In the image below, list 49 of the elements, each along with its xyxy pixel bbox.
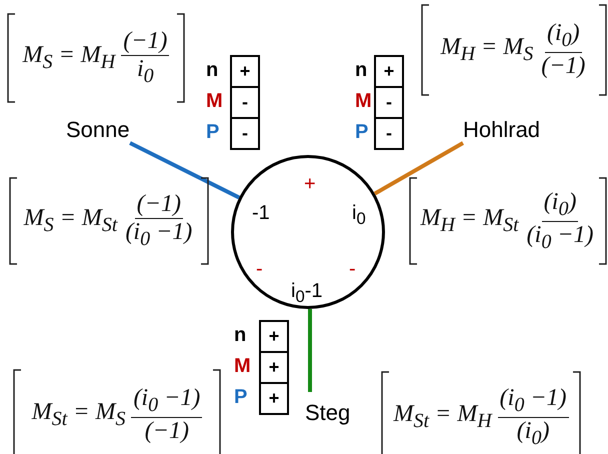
fraction-denominator: (i$_{0}$) (516, 418, 550, 450)
fraction-denominator: i$_{0}$ (136, 56, 155, 88)
row-label: P (355, 120, 368, 144)
fraction-numerator: (−1) (134, 190, 183, 220)
sign-mark: - (349, 258, 356, 280)
fraction-denominator: (−1) (144, 418, 190, 446)
fraction-numerator: (i$_{0}$ −1) (131, 384, 202, 418)
shaft-label: Sonne (66, 117, 130, 143)
sign-mark: + (304, 173, 316, 195)
fraction-numerator: (−1) (121, 28, 170, 56)
row-label: P (206, 120, 220, 144)
fraction-denominator: (i$_{0}$ −1) (526, 222, 595, 254)
row-label: M (355, 89, 372, 113)
ratio-label: i$_{0}$ (352, 202, 366, 230)
row-label: n (206, 58, 218, 82)
row-label: M (206, 89, 223, 113)
formula-term: M$_{H}$ = M$_{St}$ (420, 205, 519, 237)
row-label: P (234, 385, 248, 409)
sign-cell: - (230, 117, 260, 150)
shaft-line (129, 141, 240, 200)
formula-term: M$_{H}$ = M$_{S}$ (440, 34, 534, 66)
shaft-label: Steg (305, 400, 350, 426)
formula-term: M$_{St}$ = M$_{H}$ (393, 401, 492, 433)
sign-cell: + (259, 320, 289, 353)
ratio-label: -1 (252, 202, 270, 224)
sign-cell: + (230, 55, 260, 88)
sign-cell: + (259, 382, 289, 415)
sign-cell: - (374, 86, 404, 119)
row-label: n (355, 58, 368, 82)
formula-term: M$_{S}$ = M$_{St}$ (24, 205, 118, 237)
fraction-numerator: (i$_{0}$) (544, 20, 582, 53)
shaft-line (374, 141, 464, 196)
row-label: n (234, 323, 246, 347)
sign-mark: - (256, 258, 263, 280)
row-label: M (234, 354, 251, 378)
ratio-label: i$_{0}$-1 (291, 280, 323, 308)
fraction-numerator: (i$_{0}$ −1) (498, 384, 569, 418)
sign-cell: - (374, 117, 404, 150)
fraction-numerator: (i$_{0}$) (542, 188, 578, 222)
formula-term: M$_{S}$ = M$_{H}$ (22, 42, 116, 74)
shaft-label: Hohlrad (463, 117, 540, 143)
sign-cell: + (259, 351, 289, 384)
fraction-denominator: (−1) (540, 52, 586, 80)
shaft-line (308, 309, 312, 392)
sign-cell: - (230, 86, 260, 119)
fraction-denominator: (i$_{0}$ −1) (124, 219, 194, 252)
gear-circle (231, 155, 385, 309)
formula-term: M$_{St}$ = M$_{S}$ (32, 399, 126, 431)
sign-cell: + (374, 55, 404, 88)
